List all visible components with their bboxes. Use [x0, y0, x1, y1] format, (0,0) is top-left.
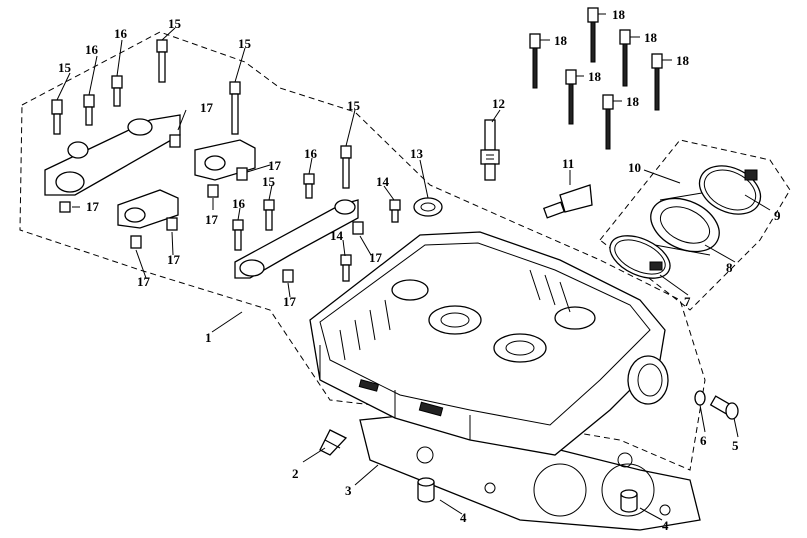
callout-10: 10: [628, 160, 641, 175]
callout-15b: 15: [168, 16, 182, 31]
callout-8: 8: [726, 260, 733, 275]
callout-18a: 18: [612, 7, 626, 22]
callout-7: 7: [684, 294, 691, 309]
callout-3: 3: [345, 483, 352, 498]
callout-16b: 16: [114, 26, 128, 41]
cam-cap-large-left: [44, 114, 181, 196]
callout-17d: 17: [205, 212, 219, 227]
callout-18f: 18: [626, 94, 640, 109]
cylinder-head: [309, 231, 669, 456]
callout-17b: 17: [268, 158, 282, 173]
assembly-boundary: [19, 31, 706, 471]
callout-17a: 17: [200, 100, 214, 115]
callout-5: 5: [732, 438, 739, 453]
callout-1: 1: [205, 330, 212, 345]
oil-seal: [413, 197, 443, 217]
callout-18d: 18: [588, 69, 602, 84]
cap-bolts: [51, 39, 401, 282]
callout-15d: 15: [347, 98, 361, 113]
callout-18c: 18: [644, 30, 658, 45]
callout-2: 2: [292, 466, 299, 481]
callout-17g: 17: [283, 294, 297, 309]
callout-16d: 16: [232, 196, 246, 211]
callout-14a: 14: [376, 174, 390, 189]
drain-bolt: [709, 395, 739, 420]
callout-17c: 17: [86, 199, 100, 214]
callout-16a: 16: [85, 42, 99, 57]
intake-joint: [650, 189, 721, 256]
dowel-pin-a: [417, 477, 435, 503]
sealing-washer: [694, 390, 706, 406]
callout-15a: 15: [58, 60, 72, 75]
temperature-sensor: [542, 184, 593, 219]
callout-17e: 17: [137, 274, 151, 289]
clamp-lower: [609, 235, 671, 279]
intake-group-boundary: [599, 139, 791, 311]
callout-9: 9: [774, 208, 781, 223]
spark-plug: [480, 119, 500, 181]
callout-15e: 15: [262, 174, 276, 189]
callout-17h: 17: [369, 250, 383, 265]
callout-4a: 4: [460, 510, 467, 525]
cam-cap-long-right: [234, 199, 359, 279]
callout-17f: 17: [167, 252, 181, 267]
callout-18b: 18: [554, 33, 568, 48]
dowel-pin-b: [620, 489, 638, 513]
leader-lines: [56, 13, 771, 521]
callout-12: 12: [492, 96, 505, 111]
callout-11: 11: [562, 156, 574, 171]
callout-16c: 16: [304, 146, 318, 161]
callout-14b: 14: [330, 228, 344, 243]
callout-6: 6: [700, 433, 707, 448]
cap-dowels: [59, 134, 364, 283]
callout-labels: 1 2 3 4 4 5 6 7 8 9 10 11 12 13 14 14 15…: [58, 7, 781, 533]
callout-4b: 4: [662, 518, 669, 533]
cam-cap-small-a: [117, 189, 179, 229]
head-bolts: [529, 7, 663, 150]
callout-18e: 18: [676, 53, 690, 68]
guide-pin: [319, 429, 348, 456]
callout-13: 13: [410, 146, 424, 161]
callout-15c: 15: [238, 36, 252, 51]
